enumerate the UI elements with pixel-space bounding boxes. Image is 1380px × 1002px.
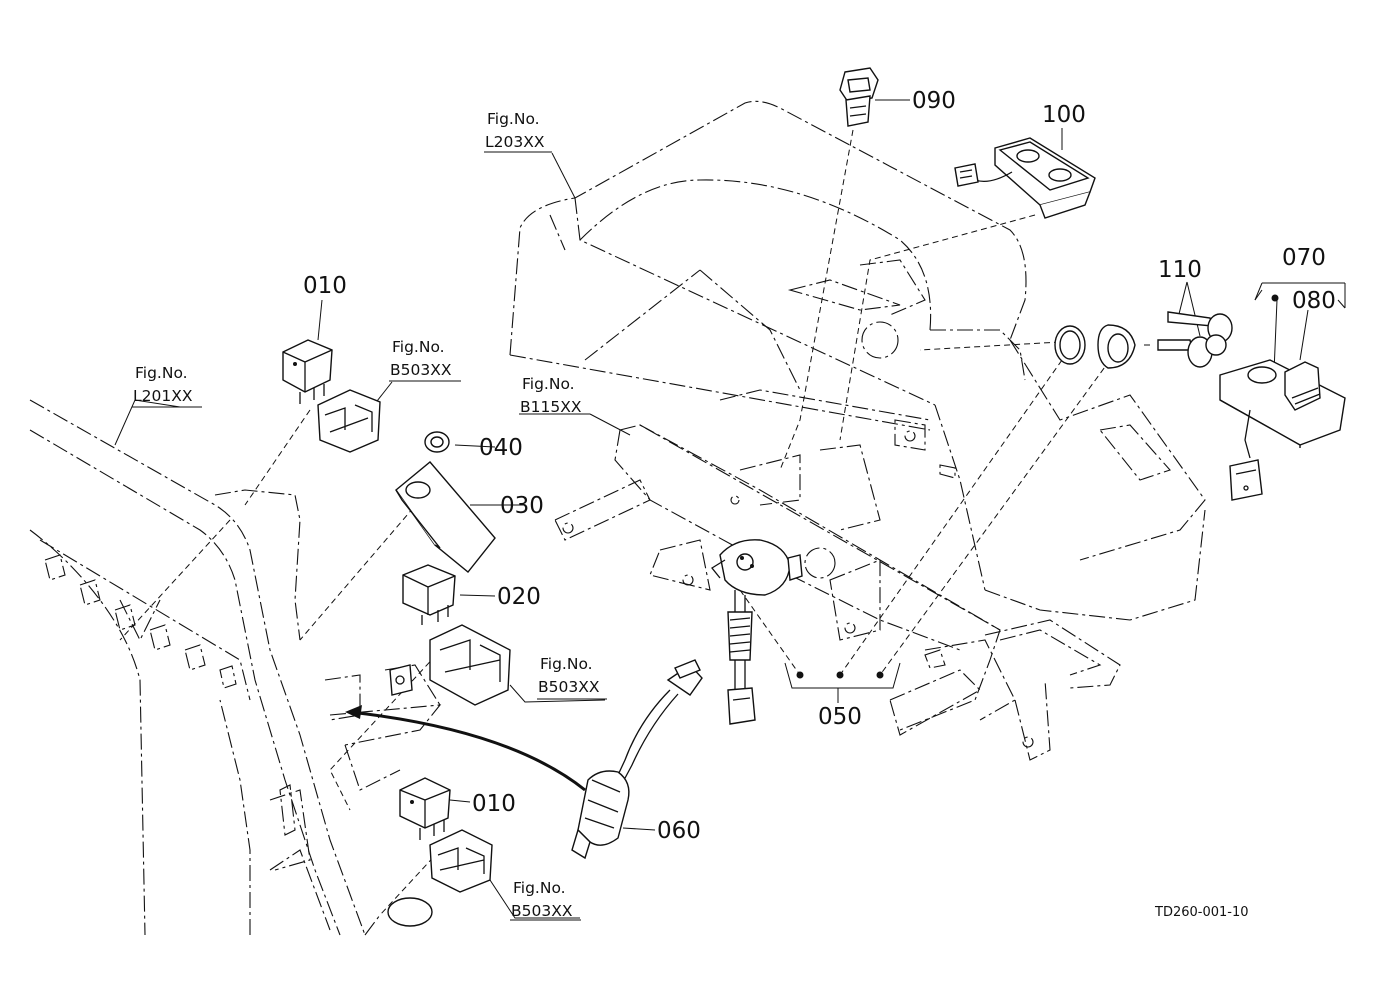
svg-text:Fig.No.: Fig.No. [513, 879, 566, 897]
part-label: 040 [479, 435, 523, 461]
part-number-labels: 090 100 110 070 080 010 040 030 020 050 … [303, 88, 1336, 844]
part-label: 030 [500, 493, 544, 519]
part-010-relay-bottom [399, 777, 451, 840]
part-110-keys [1157, 311, 1233, 368]
part-label: 090 [912, 88, 956, 114]
svg-text:Fig.No.: Fig.No. [392, 338, 445, 356]
relay-socket-middle [389, 624, 511, 706]
svg-text:L201XX: L201XX [133, 387, 193, 405]
part-label: 060 [657, 818, 701, 844]
fig-ref-b503xx-top: Fig.No. B503XX [389, 338, 461, 382]
part-label: 010 [303, 273, 347, 299]
relay-socket-top [317, 389, 381, 453]
svg-text:Fig.No.: Fig.No. [540, 655, 593, 673]
svg-text:B503XX: B503XX [538, 678, 600, 696]
svg-text:Fig.No.: Fig.No. [522, 375, 575, 393]
relay-socket-bottom [387, 829, 493, 927]
svg-text:Fig.No.: Fig.No. [487, 110, 540, 128]
svg-text:L203XX: L203XX [485, 133, 545, 151]
svg-text:B115XX: B115XX [520, 398, 582, 416]
fig-ref-b115xx: Fig.No. B115XX [519, 375, 590, 416]
fig-ref-l201xx: Fig.No. L201XX [132, 364, 202, 408]
part-label: 100 [1042, 102, 1086, 128]
part-010-relay-top [282, 339, 333, 404]
part-030-bracket [395, 461, 496, 573]
dashboard-panel-outline [509, 100, 1206, 621]
frame-bracket-outline [554, 424, 1121, 761]
part-label: 050 [818, 704, 862, 730]
part-label: 020 [497, 584, 541, 610]
svg-text:B503XX: B503XX [390, 361, 452, 379]
fig-reference-labels: Fig.No. L203XX Fig.No. L201XX Fig.No. B5… [132, 110, 607, 921]
fig-ref-b503xx-middle: Fig.No. B503XX [537, 655, 607, 700]
part-label: 010 [472, 791, 516, 817]
part-label: 110 [1158, 257, 1202, 283]
part-090-socket [839, 67, 879, 127]
svg-text:B503XX: B503XX [511, 902, 573, 920]
cab-frame-outline [29, 399, 442, 936]
part-060-pressure-switch [345, 659, 703, 860]
group-dots [796, 294, 1279, 679]
fig-ref-l203xx: Fig.No. L203XX [484, 110, 552, 153]
part-rings [1054, 324, 1136, 369]
fig-ref-b503xx-bottom: Fig.No. B503XX [510, 879, 581, 921]
drawing-code: TD260-001-10 [1154, 905, 1249, 920]
part-040-grommet [424, 431, 450, 453]
leader-lines [114, 99, 1346, 919]
part-100-switch [954, 137, 1096, 219]
part-020-relay [402, 564, 456, 625]
part-070-080-keyswitch [1219, 359, 1346, 501]
svg-text:Fig.No.: Fig.No. [135, 364, 188, 382]
part-label: 070 [1282, 245, 1326, 271]
part-050-ignition-switch [711, 539, 803, 725]
part-label: 080 [1292, 288, 1336, 314]
